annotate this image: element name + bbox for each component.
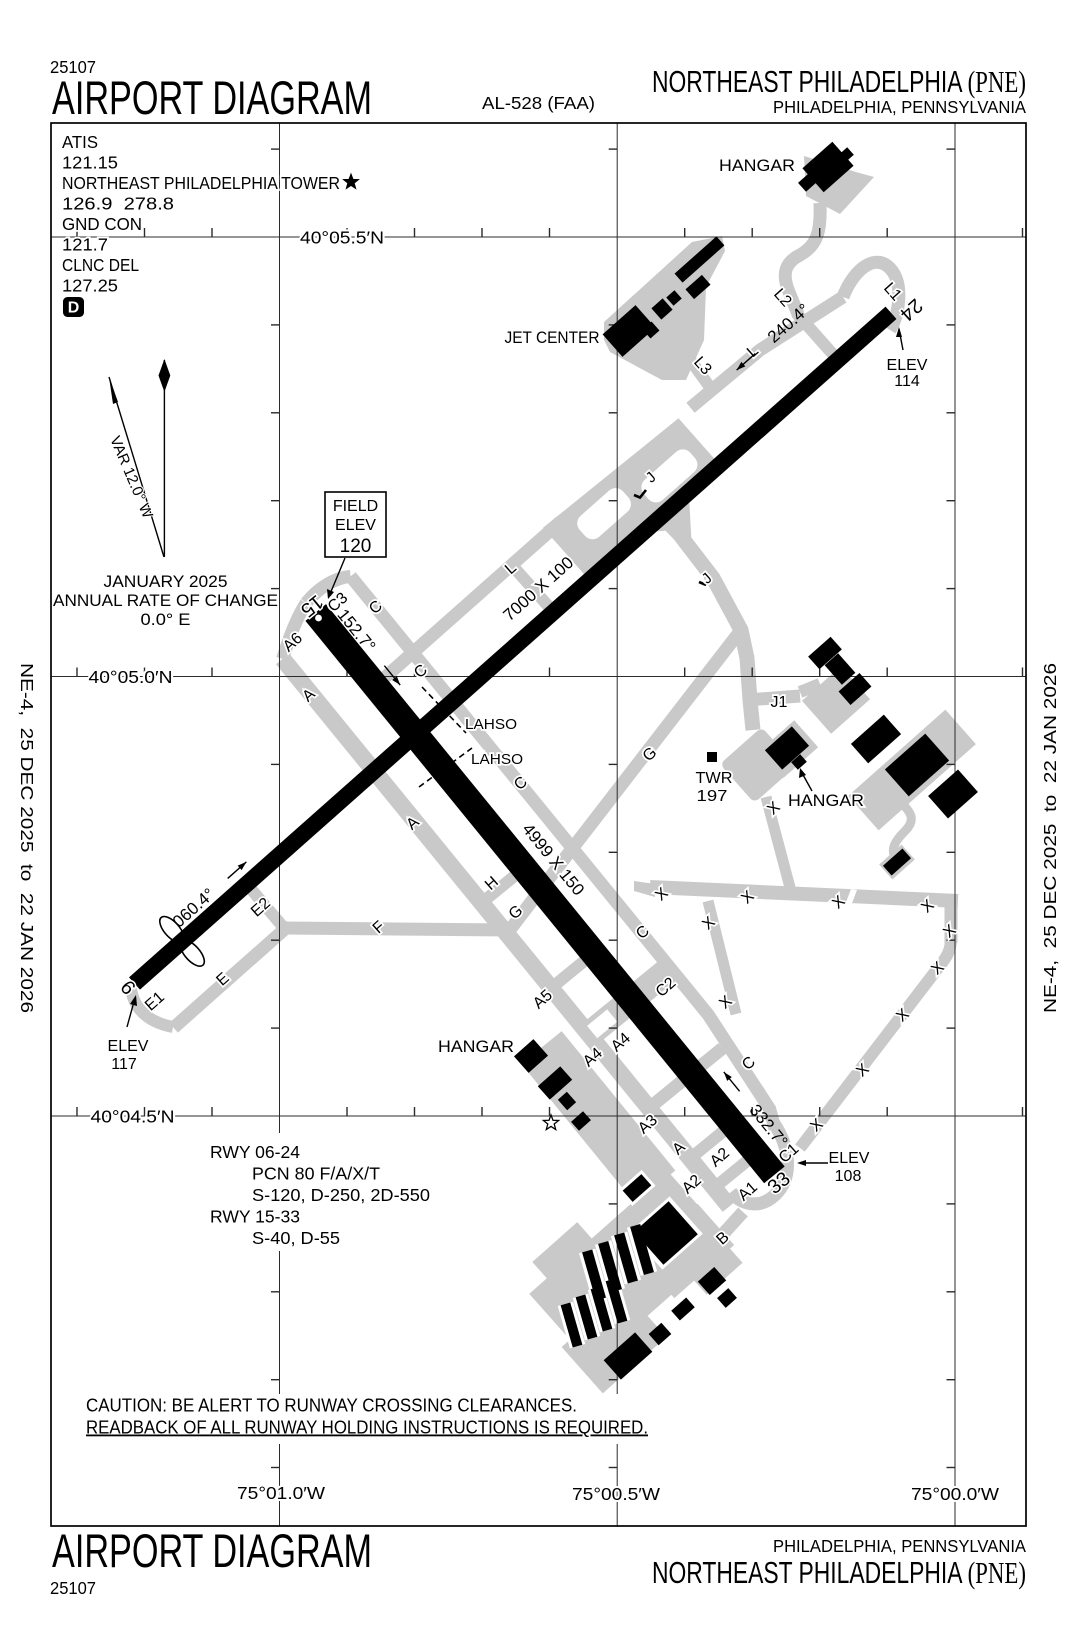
svg-text:ELEV: ELEV xyxy=(829,1150,870,1167)
svg-text:ELEV: ELEV xyxy=(108,1038,149,1055)
svg-text:NORTHEAST PHILADELPHIA (PNE): NORTHEAST PHILADELPHIA (PNE) xyxy=(652,1555,1026,1590)
svg-text:114: 114 xyxy=(894,373,920,390)
svg-text:ELEV: ELEV xyxy=(887,357,928,374)
svg-text:40°05.0′N: 40°05.0′N xyxy=(89,667,173,687)
svg-text:121.7: 121.7 xyxy=(62,235,108,255)
svg-text:D: D xyxy=(68,300,80,317)
svg-text:ELEV: ELEV xyxy=(335,517,376,534)
svg-text:RWY 15-33: RWY 15-33 xyxy=(210,1207,300,1227)
svg-text:LAHSO: LAHSO xyxy=(465,716,517,733)
svg-text:25107: 25107 xyxy=(50,1578,96,1598)
svg-text:GND CON: GND CON xyxy=(62,214,142,234)
svg-text:75°00.5′W: 75°00.5′W xyxy=(572,1484,661,1504)
svg-text:FIELD: FIELD xyxy=(333,498,378,515)
svg-text:120: 120 xyxy=(340,536,372,557)
svg-text:HANGAR: HANGAR xyxy=(788,791,864,810)
svg-text:108: 108 xyxy=(835,1168,862,1185)
svg-text:NORTHEAST PHILADELPHIA TOWER: NORTHEAST PHILADELPHIA TOWER xyxy=(62,173,340,193)
svg-text:J1: J1 xyxy=(771,694,788,711)
svg-text:HANGAR: HANGAR xyxy=(438,1037,514,1056)
svg-text:25107: 25107 xyxy=(50,57,96,77)
svg-text:S-120, D-250, 2D-550: S-120, D-250, 2D-550 xyxy=(252,1185,430,1205)
svg-text:AL-528 (FAA): AL-528 (FAA) xyxy=(482,93,595,113)
svg-text:CAUTION: BE ALERT TO RUNWAY CR: CAUTION: BE ALERT TO RUNWAY CROSSING CLE… xyxy=(86,1396,577,1416)
svg-text:75°00.0′W: 75°00.0′W xyxy=(911,1484,1000,1504)
svg-text:PHILADELPHIA, PENNSYLVANIA: PHILADELPHIA, PENNSYLVANIA xyxy=(773,97,1026,117)
svg-text:AIRPORT DIAGRAM: AIRPORT DIAGRAM xyxy=(52,71,372,124)
svg-text:197: 197 xyxy=(697,788,728,805)
svg-text:JET CENTER: JET CENTER xyxy=(505,328,600,347)
svg-text:NE-4, 25 DEC 2025 to 22 JAN: NE-4, 25 DEC 2025 to 22 JAN 2026 xyxy=(17,663,37,1013)
svg-text:NORTHEAST PHILADELPHIA (PNE): NORTHEAST PHILADELPHIA (PNE) xyxy=(652,64,1026,99)
svg-text:TWR: TWR xyxy=(696,770,733,787)
svg-text:ANNUAL RATE OF CHANGE: ANNUAL RATE OF CHANGE xyxy=(53,591,278,610)
svg-text:75°01.0′W: 75°01.0′W xyxy=(237,1483,326,1503)
svg-text:ATIS: ATIS xyxy=(62,132,98,152)
svg-text:126.9 278.8: 126.9 278.8 xyxy=(62,194,174,214)
svg-text:JANUARY 2025: JANUARY 2025 xyxy=(104,572,228,591)
svg-text:121.15: 121.15 xyxy=(62,153,118,173)
svg-text:127.25: 127.25 xyxy=(62,276,118,296)
svg-text:RWY 06-24: RWY 06-24 xyxy=(210,1142,300,1162)
svg-text:117: 117 xyxy=(111,1056,137,1073)
svg-text:S-40, D-55: S-40, D-55 xyxy=(252,1228,340,1248)
svg-text:NE-4, 25 DEC 2025 to 22 JAN: NE-4, 25 DEC 2025 to 22 JAN 2026 xyxy=(1040,663,1060,1013)
svg-text:PCN 80 F/A/X/T: PCN 80 F/A/X/T xyxy=(252,1164,380,1184)
svg-text:CLNC DEL: CLNC DEL xyxy=(62,255,139,275)
svg-text:PHILADELPHIA, PENNSYLVANIA: PHILADELPHIA, PENNSYLVANIA xyxy=(773,1536,1026,1556)
svg-text:READBACK OF ALL RUNWAY HOLDING: READBACK OF ALL RUNWAY HOLDING INSTRUCTI… xyxy=(86,1418,648,1438)
svg-text:HANGAR: HANGAR xyxy=(719,156,795,175)
svg-text:AIRPORT DIAGRAM: AIRPORT DIAGRAM xyxy=(52,1524,372,1577)
svg-text:LAHSO: LAHSO xyxy=(471,751,523,768)
svg-text:40°05.5′N: 40°05.5′N xyxy=(300,228,384,248)
svg-text:0.0° E: 0.0° E xyxy=(141,610,191,629)
svg-text:40°04.5′N: 40°04.5′N xyxy=(91,1107,175,1127)
